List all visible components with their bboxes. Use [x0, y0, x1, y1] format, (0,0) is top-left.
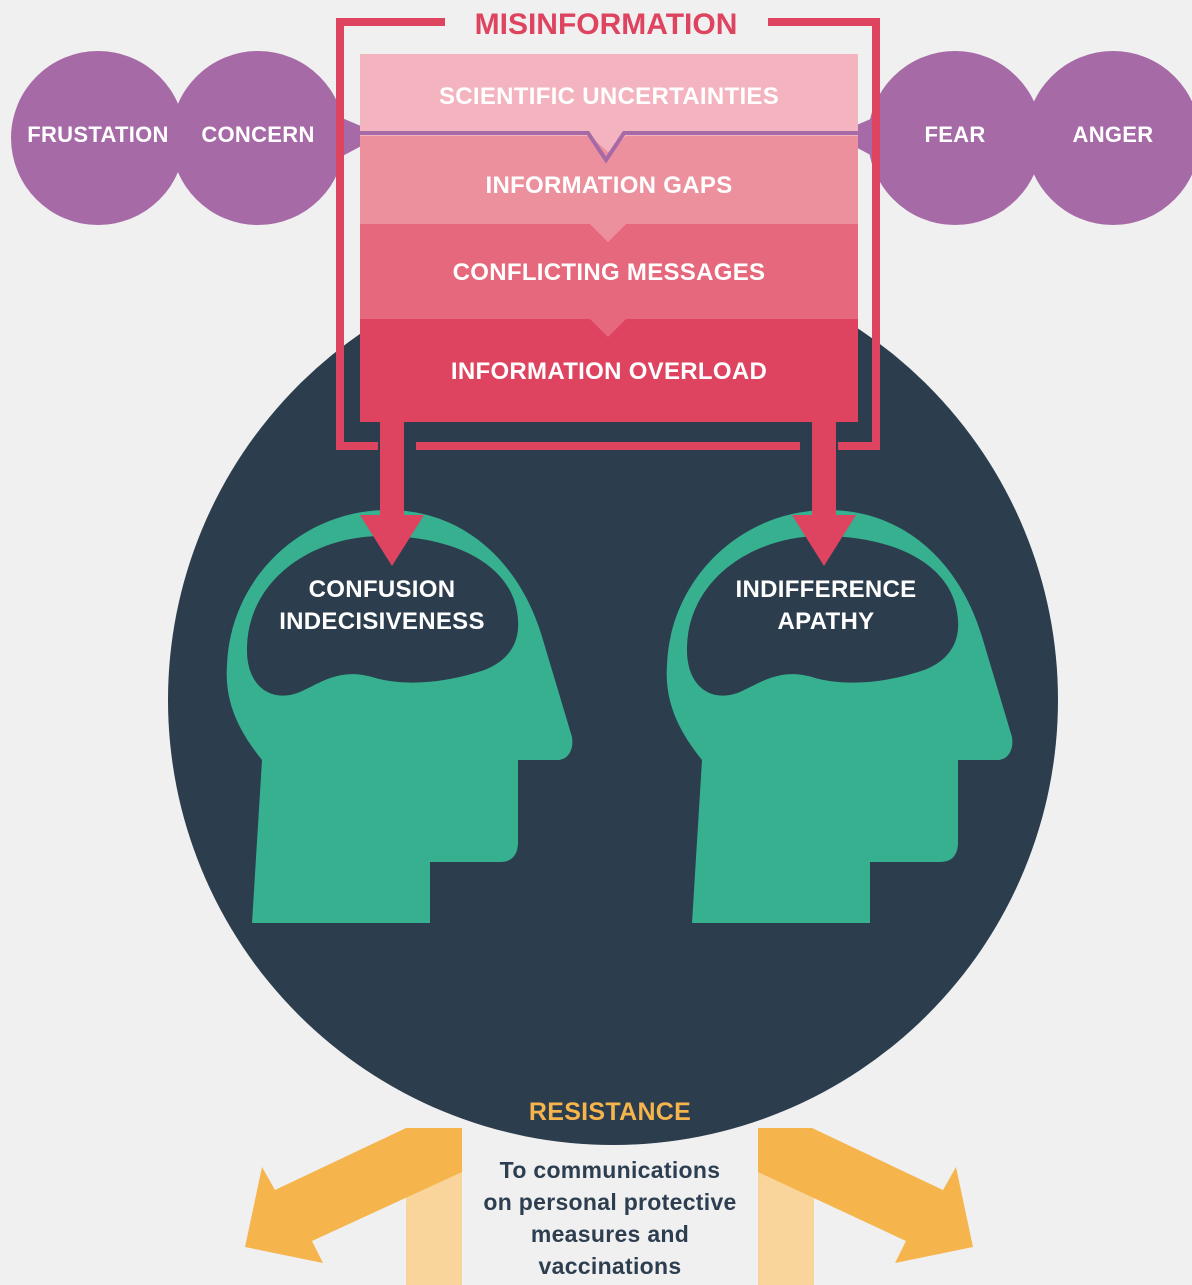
emotion-pointer-left	[335, 115, 382, 160]
emotion-circle-concern	[171, 51, 345, 225]
band-scientific-uncertainties	[360, 54, 858, 136]
band-label-conflicting-messages: CONFLICTING MESSAGES	[452, 259, 766, 286]
band-label-information-gaps: INFORMATION GAPS	[485, 172, 733, 199]
emotion-label-fear: FEAR	[924, 122, 986, 147]
resistance-note-line: on personal protective	[483, 1189, 737, 1215]
band-notch	[590, 224, 626, 242]
head-left	[226, 510, 573, 923]
misinformation-title: MISINFORMATION	[450, 4, 762, 46]
emotion-label-frustation: FRUSTATION	[27, 122, 169, 147]
misinformation-bracket	[768, 18, 880, 450]
band-label-information-overload: INFORMATION OVERLOAD	[450, 358, 768, 385]
resistance-note: To communications on personal protective…	[463, 1154, 757, 1282]
resistance-note-line: measures and	[530, 1221, 690, 1247]
resistance-arrow-left	[245, 1128, 462, 1263]
head-left-label-line1: CONFUSION	[308, 576, 456, 603]
emotion-connector-line	[360, 131, 858, 164]
resistance-arrow-right	[758, 1128, 973, 1263]
misinformation-bracket	[336, 18, 445, 450]
band-label-scientific-uncertainties: SCIENTIFIC UNCERTAINTIES	[438, 83, 780, 110]
band-information-overload	[360, 319, 858, 422]
arrow-to-head-left	[360, 422, 424, 566]
band-notch	[590, 319, 626, 337]
head-left-label-line2: INDECISIVENESS	[279, 608, 485, 635]
emotion-circle-frustation	[11, 51, 185, 225]
head-right	[666, 510, 1013, 923]
resistance-title: RESISTANCE	[528, 1098, 692, 1126]
emotion-circle-anger	[1026, 51, 1192, 225]
head-right-label: INDIFFERENCE APATHY	[696, 574, 956, 638]
emotion-label-anger: ANGER	[1072, 122, 1154, 147]
head-right-label-line1: INDIFFERENCE	[735, 576, 917, 603]
resistance-note-line: vaccinations	[538, 1253, 682, 1279]
emotion-label-concern: CONCERN	[201, 122, 315, 147]
resistance-note-line: To communications	[499, 1157, 721, 1183]
head-right-label-line2: APATHY	[777, 608, 875, 635]
emotion-circle-fear	[868, 51, 1042, 225]
head-left-label: CONFUSION INDECISIVENESS	[252, 574, 512, 638]
arrow-to-head-right	[792, 422, 856, 566]
